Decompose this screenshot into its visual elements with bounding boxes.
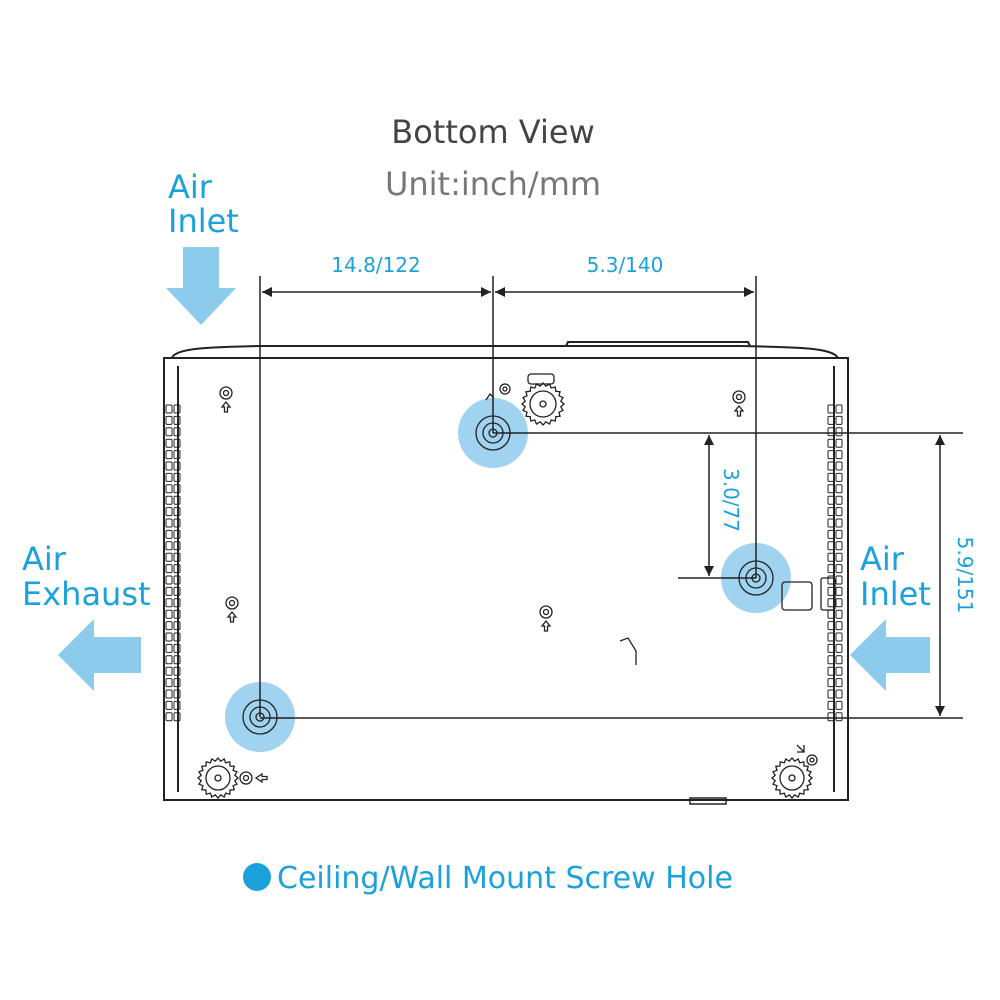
small-screws [219,383,818,785]
foot-gear [196,756,240,800]
unit-label: Unit:inch/mm [385,165,601,203]
air-inlet-right-line2: Inlet [860,575,931,613]
air-exhaust-line1: Air [22,540,67,578]
foot-gear [770,756,814,800]
legend-label: Ceiling/Wall Mount Screw Hole [277,861,733,896]
air-exhaust-line2: Exhaust [22,575,151,613]
right-vent-grille [827,404,843,722]
air-exhaust-label: Air Exhaust [22,540,151,613]
foot-gear [521,382,565,426]
dimension-top-right: 5.3/140 [587,253,664,277]
dimension-vertical-inner: 3.0/77 [719,468,743,532]
air-inlet-right-line1: Air [860,540,905,578]
legend-mount-hole-icon [243,863,271,891]
air-inlet-top-label: Air Inlet [168,168,239,240]
air-inlet-right-arrow-icon [850,619,930,691]
air-inlet-top-line1: Air [168,168,213,206]
dimension-lines [259,276,963,719]
dimension-vertical-outer: 5.9/151 [953,537,977,614]
air-inlet-top-arrow-icon [166,247,236,325]
air-inlet-top-line2: Inlet [168,202,239,240]
mount-screw-holes [225,398,791,752]
left-vent-grille [165,404,181,722]
diagram-title: Bottom View [391,113,594,151]
air-inlet-right-label: Air Inlet [860,540,931,613]
adjustable-feet [196,382,814,800]
bottom-details [527,373,836,665]
dimension-top-left: 14.8/122 [331,253,420,277]
air-exhaust-arrow-icon [58,619,141,691]
